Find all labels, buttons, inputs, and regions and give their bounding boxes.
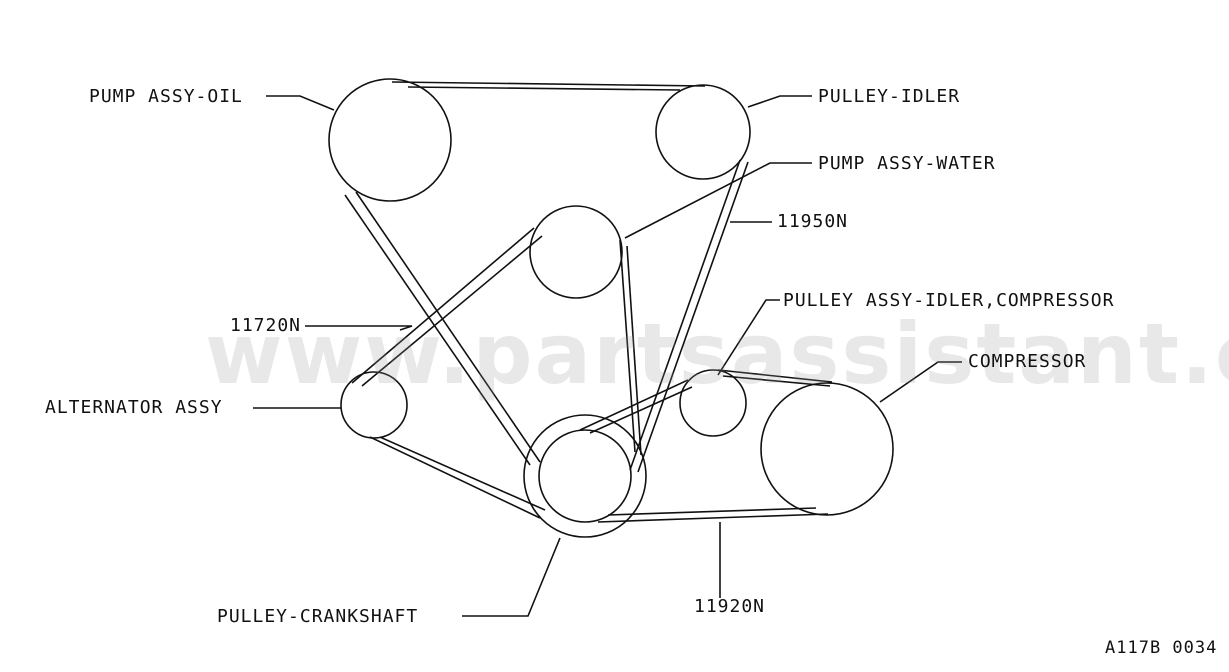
figure-reference: A117B 0034 (1105, 638, 1218, 658)
belt-11920n (579, 369, 833, 523)
label-belt-11920n: 11920N (694, 596, 766, 617)
label-pulley-idler: PULLEY-IDLER (818, 86, 961, 107)
pulley-alternator (340, 371, 408, 439)
belt-11720n (351, 227, 642, 519)
label-compressor: COMPRESSOR (968, 351, 1087, 372)
pulley-compressor (760, 382, 894, 516)
belt-11950n (344, 81, 749, 473)
pulley-idler-compressor (679, 369, 747, 437)
pulley-oil-pump (328, 78, 452, 202)
pulley-idler (655, 84, 751, 180)
label-alternator-assy: ALTERNATOR ASSY (45, 397, 223, 418)
pulley-crankshaft-inner (538, 429, 632, 523)
pulley-water-pump (529, 205, 623, 299)
label-pump-assy-water: PUMP ASSY-WATER (818, 153, 996, 174)
leader-lines (253, 95, 962, 617)
pulley-crankshaft-outer (523, 414, 647, 538)
label-pump-assy-oil: PUMP ASSY-OIL (89, 86, 243, 107)
label-pulley-assy-idler-compressor: PULLEY ASSY-IDLER,COMPRESSOR (783, 290, 1115, 311)
label-belt-11720n: 11720N (230, 315, 302, 336)
label-belt-11950n: 11950N (777, 211, 849, 232)
watermark: www.partsassistant.com (205, 305, 1229, 403)
label-pulley-crankshaft: PULLEY-CRANKSHAFT (217, 606, 419, 627)
